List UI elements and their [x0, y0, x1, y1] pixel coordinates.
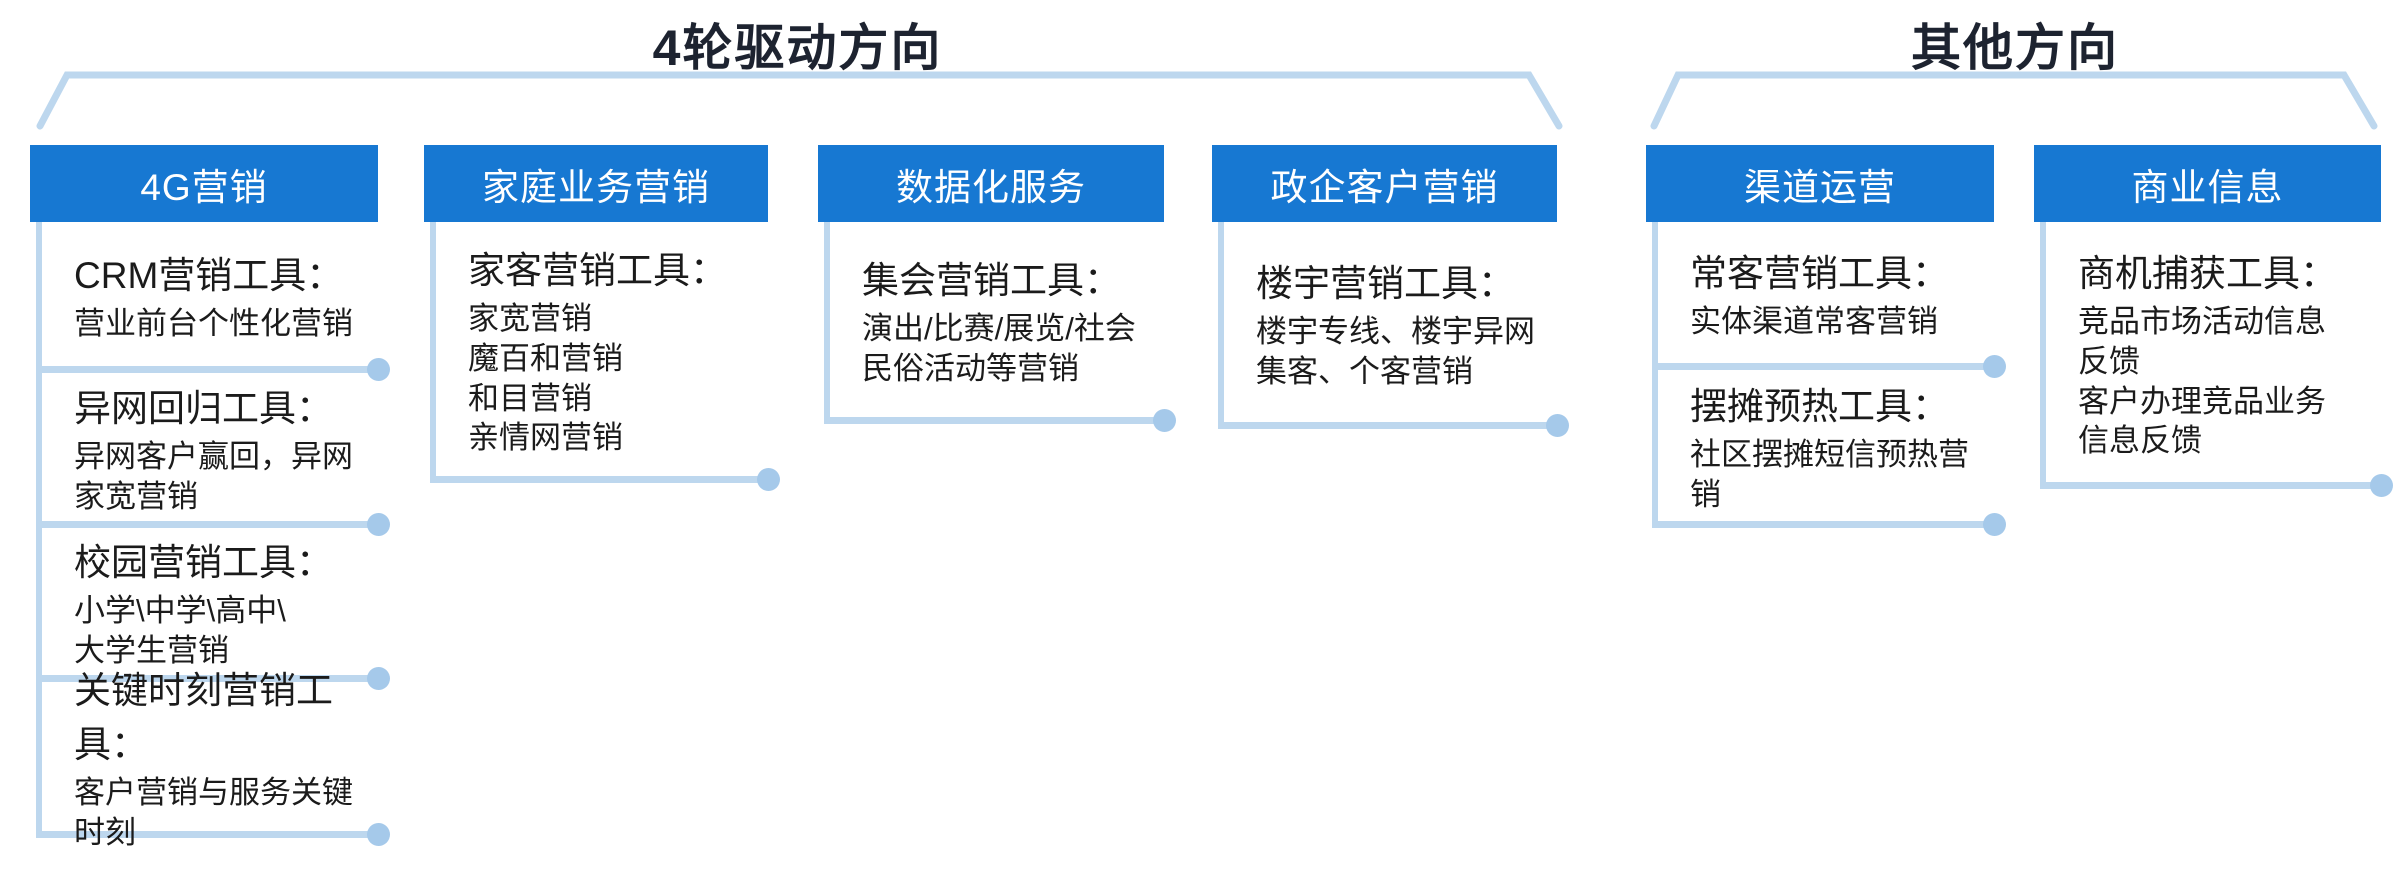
tool-desc: 竞品市场活动信息 反馈 客户办理竞品业务 信息反馈: [2078, 304, 2326, 459]
tool-desc: 社区摆摊短信预热营销: [1690, 437, 1969, 512]
tool-desc: 客户营销与服务关键 时刻: [74, 775, 353, 850]
column-header: 渠道运营: [1646, 145, 1994, 222]
connector-dot: [367, 358, 390, 381]
column-header: 政企客户营销: [1212, 145, 1557, 222]
tool-block: CRM营销工具： 营业前台个性化营销: [36, 222, 390, 381]
connector-dot: [2370, 474, 2393, 497]
tool-block: 常客营销工具： 实体渠道常客营销: [1652, 222, 2006, 378]
column-home-business-marketing: 家庭业务营销 家客营销工具： 家宽营销 魔百和营销 和目营销 亲情网营销: [424, 145, 780, 491]
tool-title: 商机捕获工具：: [2078, 253, 2337, 295]
column-header: 商业信息: [2034, 145, 2381, 222]
tool-title: 家客营销工具：: [468, 250, 727, 292]
tool-title: 集会营销工具：: [862, 260, 1121, 302]
column-header: 4G营销: [30, 145, 378, 222]
tool-block: 校园营销工具： 小学\中学\高中\ 大学生营销: [36, 528, 390, 690]
connector-dot: [1983, 355, 2006, 378]
tool-desc: 实体渠道常客营销: [1690, 304, 1938, 340]
connector-dot: [367, 823, 390, 846]
connector-dot: [757, 468, 780, 491]
tool-title: 异网回归工具：: [74, 387, 333, 429]
column-header: 家庭业务营销: [424, 145, 768, 222]
tool-title: 校园营销工具：: [74, 542, 333, 584]
tool-title: 关键时刻营销工具：: [74, 670, 333, 766]
column-channel-operations: 渠道运营 常客营销工具： 实体渠道常客营销 摆摊预热工具： 社区摆摊短信预热营销: [1646, 145, 2006, 536]
tool-block: 摆摊预热工具： 社区摆摊短信预热营销: [1652, 370, 2006, 536]
bracket-other-directions: [1650, 71, 2378, 130]
tool-title: 常客营销工具：: [1690, 253, 1949, 295]
tool-block: 商机捕获工具： 竞品市场活动信息 反馈 客户办理竞品业务 信息反馈: [2040, 222, 2393, 497]
tool-block: 楼宇营销工具： 楼宇专线、楼宇异网 集客、个客营销: [1218, 222, 1569, 437]
tool-block: 关键时刻营销工具： 客户营销与服务关键 时刻: [36, 670, 390, 850]
tool-desc: 异网客户赢回，异网 家宽营销: [74, 438, 353, 514]
column-business-information: 商业信息 商机捕获工具： 竞品市场活动信息 反馈 客户办理竞品业务 信息反馈: [2034, 145, 2393, 497]
connector-dot: [1546, 414, 1569, 437]
tool-title: 摆摊预热工具：: [1690, 386, 1949, 428]
tool-desc: 演出/比赛/展览/社会 民俗活动等营销: [862, 311, 1136, 386]
tool-title: 楼宇营销工具：: [1256, 262, 1515, 304]
column-data-services: 数据化服务 集会营销工具： 演出/比赛/展览/社会 民俗活动等营销: [818, 145, 1176, 432]
tool-block: 集会营销工具： 演出/比赛/展览/社会 民俗活动等营销: [824, 222, 1176, 432]
tool-block: 异网回归工具： 异网客户赢回，异网 家宽营销: [36, 373, 390, 536]
column-gov-enterprise-marketing: 政企客户营销 楼宇营销工具： 楼宇专线、楼宇异网 集客、个客营销: [1212, 145, 1569, 437]
group-title-four-wheel-drive: 4轮驱动方向: [652, 20, 943, 76]
tool-title: CRM营销工具：: [74, 254, 344, 296]
tool-desc: 家宽营销 魔百和营销 和目营销 亲情网营销: [468, 301, 623, 456]
tool-desc: 营业前台个性化营销: [74, 305, 353, 341]
connector-dot: [367, 667, 390, 690]
connector-dot: [367, 513, 390, 536]
group-title-other-directions: 其他方向: [1911, 20, 2119, 76]
column-header: 数据化服务: [818, 145, 1164, 222]
bracket-four-wheel-drive: [36, 71, 1563, 130]
connector-dot: [1153, 409, 1176, 432]
tool-desc: 小学\中学\高中\ 大学生营销: [74, 593, 286, 668]
tool-block: 家客营销工具： 家宽营销 魔百和营销 和目营销 亲情网营销: [430, 222, 780, 491]
column-4g-marketing: 4G营销 CRM营销工具： 营业前台个性化营销 异网回归工具： 异网客户赢回，异…: [30, 145, 390, 850]
tool-desc: 楼宇专线、楼宇异网 集客、个客营销: [1256, 313, 1535, 389]
connector-dot: [1983, 513, 2006, 536]
